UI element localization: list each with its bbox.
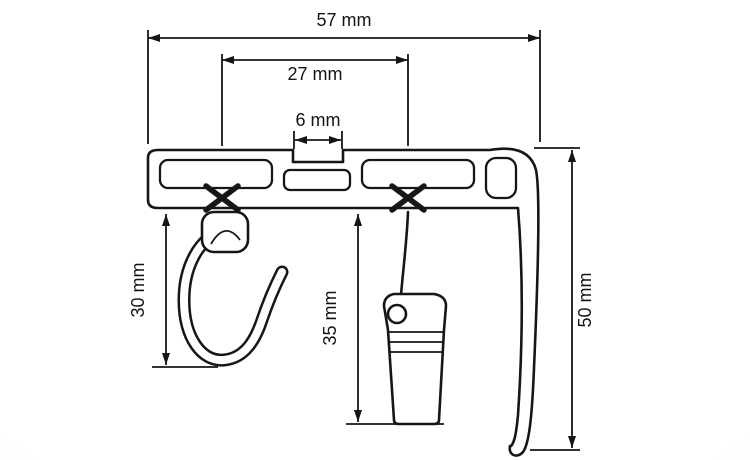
- dimension-top-slot-label: 6 mm: [296, 110, 341, 130]
- rail-chamber-right: [360, 158, 476, 190]
- dimension-glider-spacing-label: 27 mm: [287, 64, 342, 84]
- dimension-weight-drop: 35 mm: [320, 214, 444, 425]
- rail-chamber-middle: [282, 168, 352, 192]
- dimension-total-width-extensions: [147, 30, 541, 144]
- curtain-hook-head: [200, 210, 250, 254]
- dimension-glider-spacing: 27 mm: [221, 54, 409, 146]
- dimension-hook-drop-label: 30 mm: [128, 262, 148, 317]
- rail-chamber-left: [158, 158, 274, 190]
- dimension-total-width-label: 57 mm: [316, 10, 371, 30]
- glider-left: [203, 183, 241, 213]
- dimension-top-slot-extensions: [293, 131, 343, 149]
- curtain-hook-body-inner: [180, 226, 286, 365]
- dimension-top-slot: 6 mm: [293, 110, 343, 149]
- dimension-total-height: 50 mm: [530, 147, 595, 451]
- dimension-total-height-extensions: [530, 147, 580, 451]
- dimension-glider-spacing-extensions: [221, 54, 409, 146]
- dimension-total-height-label: 50 mm: [575, 272, 595, 327]
- weight-hook-eyelet: [386, 303, 408, 325]
- fascia-head-chamber: [484, 156, 518, 200]
- rail-cross-section: [146, 147, 540, 457]
- dimension-total-width: 57 mm: [147, 10, 541, 144]
- curtain-hook: [177, 210, 289, 367]
- cord-weight: [382, 210, 448, 426]
- weight-band-lines: [388, 331, 444, 353]
- glider-left-x-wheels: [203, 183, 241, 213]
- glider-right: [389, 183, 427, 213]
- dimension-weight-drop-label: 35 mm: [320, 290, 340, 345]
- glider-right-x-wheels: [389, 183, 427, 213]
- rail-outline: [146, 147, 540, 457]
- dimension-hook-drop: 30 mm: [128, 214, 218, 368]
- curtain-hook-head-detail: [210, 230, 241, 245]
- cord-line: [398, 210, 410, 308]
